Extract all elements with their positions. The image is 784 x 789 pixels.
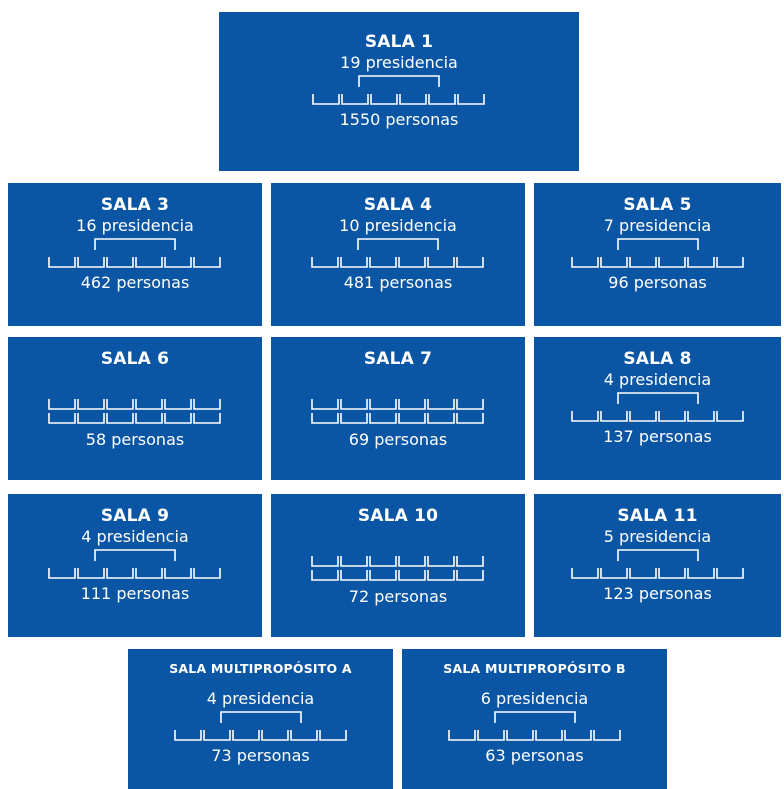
room-presidencia: 16 presidencia [76, 216, 194, 235]
room-title: SALA 8 [623, 349, 692, 369]
room-presidencia: 7 presidencia [603, 216, 712, 235]
room-capacity: 111 personas [80, 584, 190, 603]
room-title: SALA 3 [100, 195, 170, 215]
room-sala-10: SALA 10 72 personas [271, 494, 525, 637]
audience-seats-icon [48, 257, 221, 268]
audience-seats-icon [311, 257, 484, 268]
audience-seats-icon [173, 730, 347, 741]
audience-seats-icon [447, 730, 621, 741]
room-capacity: 96 personas [608, 273, 707, 292]
audience-seats-icon [48, 399, 221, 424]
room-presidencia: 10 presidencia [339, 216, 457, 235]
room-sala-8: SALA 8 4 presidencia 137 personas [534, 337, 781, 480]
room-multiproposito-b: SALA MULTIPROPÓSITO B 6 presidencia 63 p… [402, 649, 667, 789]
presidency-table-icon [616, 392, 699, 404]
room-sala-6: SALA 6 58 personas [8, 337, 262, 480]
room-capacity: 462 personas [80, 273, 190, 292]
presidency-table-icon [358, 75, 440, 87]
room-presidencia: 4 presidencia [81, 527, 189, 546]
room-sala-1: SALA 1 19 presidencia 1550 personas [219, 12, 579, 171]
presidency-table-icon [616, 549, 699, 561]
room-title: SALA 9 [100, 506, 170, 526]
room-multiproposito-a: SALA MULTIPROPÓSITO A 4 presidencia 73 p… [128, 649, 393, 789]
audience-seats-icon [48, 568, 221, 579]
room-capacity: 123 personas [603, 584, 712, 603]
room-title: SALA MULTIPROPÓSITO A [169, 661, 352, 676]
room-capacity: 69 personas [348, 430, 448, 449]
presidency-table-icon [616, 238, 699, 250]
room-title: SALA 6 [100, 349, 170, 369]
room-presidencia: 4 presidencia [603, 370, 712, 389]
presidency-table-icon [219, 711, 302, 723]
room-sala-7: SALA 7 69 personas [271, 337, 525, 480]
presidency-table-icon [94, 549, 176, 561]
room-title: SALA 11 [617, 506, 698, 526]
audience-seats-icon [570, 411, 744, 422]
room-capacity: 73 personas [211, 746, 310, 765]
room-capacity: 481 personas [343, 273, 453, 292]
presidency-table-icon [357, 238, 439, 250]
room-presidencia: 5 presidencia [603, 527, 712, 546]
room-sala-11: SALA 11 5 presidencia 123 personas [534, 494, 781, 637]
presidency-table-icon [94, 238, 176, 250]
presidency-table-icon [493, 711, 576, 723]
room-sala-5: SALA 5 7 presidencia 96 personas [534, 183, 781, 326]
audience-seats-icon [311, 399, 484, 424]
room-capacity: 63 personas [485, 746, 584, 765]
audience-seats-icon [312, 94, 485, 105]
room-capacity: 58 personas [85, 430, 185, 449]
room-sala-9: SALA 9 4 presidencia 111 personas [8, 494, 262, 637]
room-presidencia: 6 presidencia [480, 689, 589, 708]
room-title: SALA MULTIPROPÓSITO B [443, 661, 626, 676]
room-capacity: 137 personas [603, 427, 712, 446]
room-sala-3: SALA 3 16 presidencia 462 personas [8, 183, 262, 326]
room-title: SALA 7 [363, 349, 433, 369]
room-capacity: 1550 personas [339, 110, 459, 129]
audience-seats-icon [311, 556, 484, 581]
room-title: SALA 4 [363, 195, 433, 215]
audience-seats-icon [570, 257, 744, 268]
room-sala-4: SALA 4 10 presidencia 481 personas [271, 183, 525, 326]
room-capacity: 72 personas [348, 587, 448, 606]
room-presidencia: 4 presidencia [206, 689, 315, 708]
room-presidencia: 19 presidencia [340, 53, 458, 72]
audience-seats-icon [570, 568, 744, 579]
room-title: SALA 10 [357, 506, 439, 526]
room-title: SALA 1 [364, 32, 434, 52]
room-title: SALA 5 [623, 195, 692, 215]
